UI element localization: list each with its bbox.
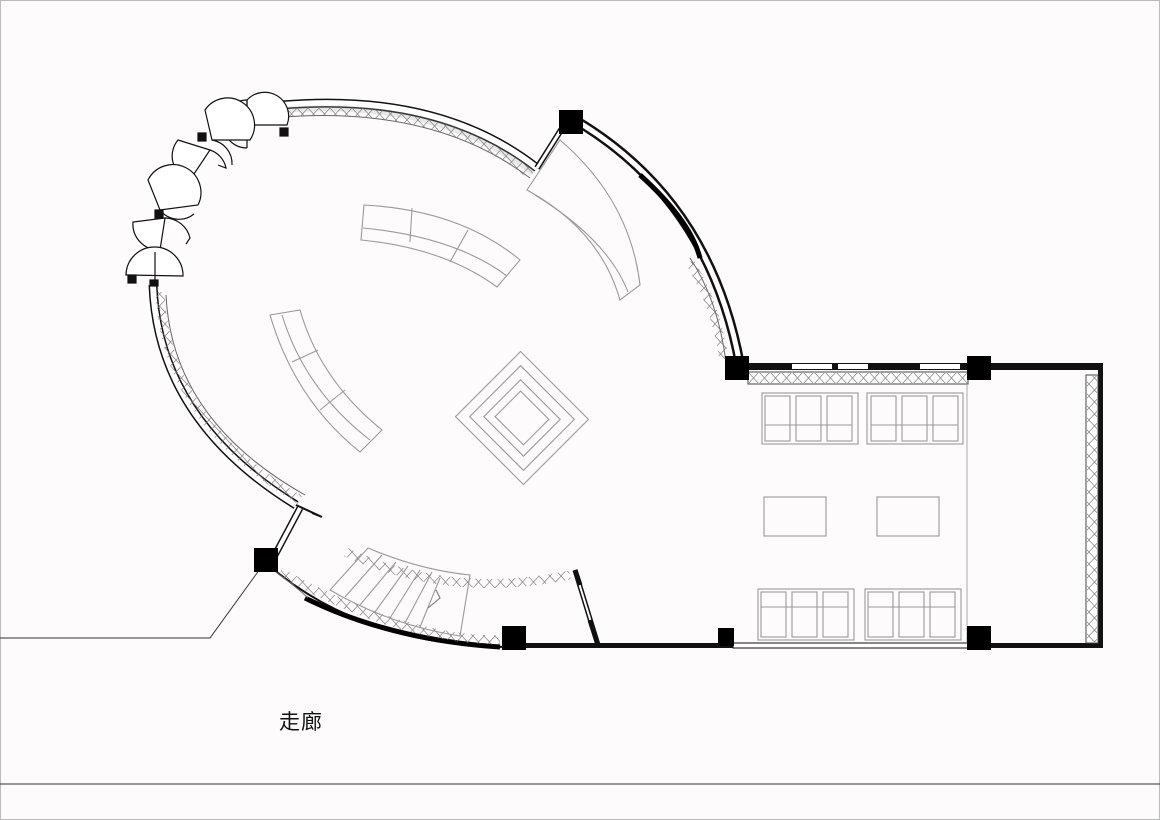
door-6 (125, 246, 184, 287)
seating-bottom-left (757, 588, 855, 641)
table-right (876, 496, 940, 537)
column (254, 548, 278, 572)
entrance-doors (125, 91, 290, 287)
truss-hatching (155, 106, 729, 645)
room-furniture (757, 392, 964, 641)
column (967, 626, 991, 650)
column (502, 626, 526, 650)
table-left (763, 496, 827, 537)
stair-door (572, 569, 601, 646)
seating-bottom-right (864, 588, 962, 641)
rect-room-walls (505, 363, 1103, 649)
columns (254, 110, 991, 650)
corridor-label: 走廊 (279, 710, 323, 734)
bench-north (360, 204, 521, 288)
counter-curved (526, 139, 641, 301)
column (718, 628, 734, 646)
hall-furniture (269, 139, 641, 637)
column (725, 356, 749, 380)
seating-top-right (866, 392, 964, 445)
stair (329, 547, 471, 637)
seating-top-left (761, 392, 859, 445)
column (559, 110, 583, 134)
bench-west (269, 309, 383, 453)
corridor-boundary-line (0, 561, 266, 639)
column (967, 356, 991, 380)
door-5 (132, 217, 191, 251)
table-group (454, 350, 590, 486)
door-2 (204, 97, 256, 166)
door-4 (147, 163, 202, 220)
